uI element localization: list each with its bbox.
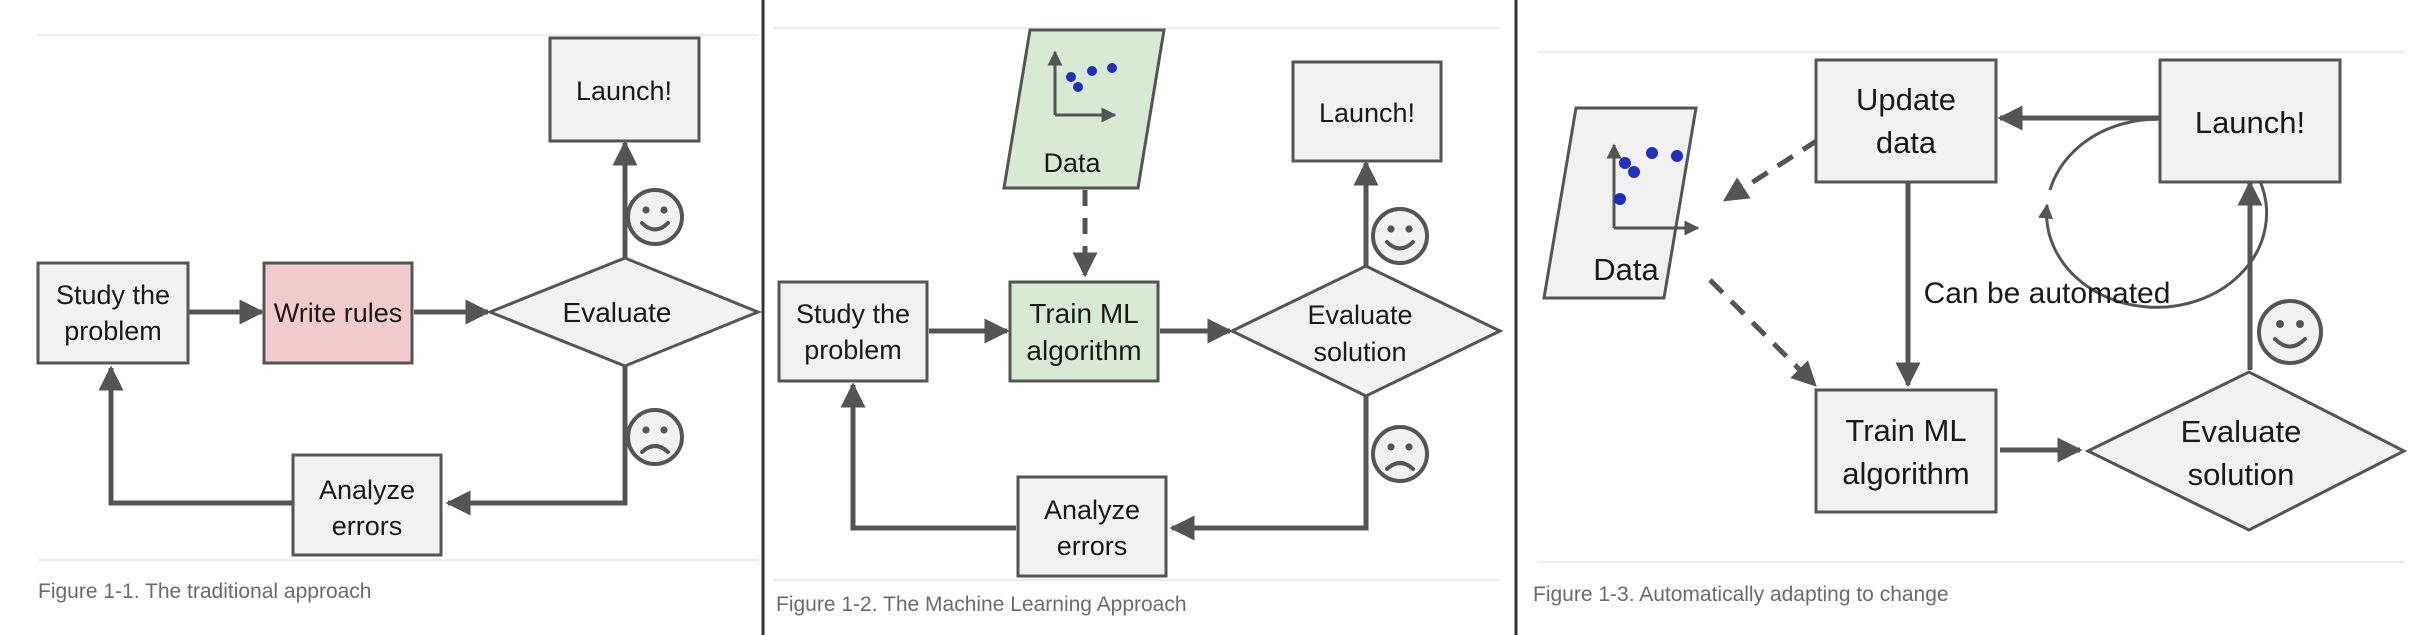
edge-analyze-to-study: [98, 365, 293, 506]
node-analyze-line2: errors: [332, 511, 403, 541]
edge-data-to-train: [1708, 278, 1817, 387]
figure-1-caption: Figure 1-1. The traditional approach: [38, 580, 371, 603]
node-data-label: Data: [1593, 252, 1659, 287]
node-analyze-line1: Analyze: [1044, 495, 1140, 525]
node-launch-label: Launch!: [2195, 105, 2305, 140]
node-evaluate-solution: Evaluate solution: [2084, 370, 2408, 532]
node-evaluate-line1: Evaluate: [1307, 300, 1412, 330]
edge-evaluate-to-analyze: [445, 366, 628, 516]
node-train-line1: Train ML: [1029, 298, 1138, 329]
node-evaluate-line1: Evaluate: [2181, 414, 2302, 449]
node-launch-label: Launch!: [1319, 98, 1415, 128]
node-study-problem: Study the problem: [36, 261, 190, 365]
node-data-label: Data: [1043, 148, 1101, 178]
smiley-face-icon: [1371, 207, 1429, 265]
node-data: Data: [1002, 28, 1166, 190]
node-study-problem: Study the problem: [777, 280, 929, 383]
automation-label: Can be automated: [1924, 277, 2171, 310]
node-update-line2: data: [1876, 125, 1937, 160]
node-evaluate-line2: solution: [1313, 337, 1406, 367]
node-evaluate: Evaluate: [485, 256, 762, 368]
node-launch: Launch!: [548, 36, 701, 143]
figure-2: Data Study the problem Train ML algorith…: [773, 27, 1504, 616]
node-data: Data: [1542, 106, 1700, 300]
smiley-face-icon: [2257, 299, 2323, 365]
smiley-face-icon: [626, 188, 684, 246]
edge-update-to-data: [1722, 137, 1820, 203]
node-launch-label: Launch!: [576, 76, 672, 106]
node-train-line1: Train ML: [1845, 413, 1966, 448]
figure-2-caption: Figure 1-2. The Machine Learning Approac…: [776, 593, 1187, 616]
frowning-face-icon: [1371, 425, 1429, 483]
node-train-line2: algorithm: [1026, 335, 1141, 366]
figure-3-caption: Figure 1-3. Automatically adapting to ch…: [1533, 583, 1949, 606]
node-analyze-errors: Analyze errors: [291, 453, 443, 557]
node-study-line2: problem: [804, 335, 902, 365]
node-evaluate-line2: solution: [2188, 457, 2295, 492]
frowning-face-icon: [626, 408, 684, 466]
node-launch: Launch!: [1291, 60, 1443, 163]
node-evaluate-label: Evaluate: [563, 297, 672, 328]
node-study-line1: Study the: [56, 280, 170, 310]
node-launch: Launch!: [2158, 58, 2342, 184]
node-analyze-errors: Analyze errors: [1016, 475, 1168, 578]
automation-cycle: Can be automated: [1924, 117, 2269, 310]
edge-evaluate-to-analyze: [1169, 396, 1369, 541]
node-study-line1: Study the: [796, 299, 910, 329]
node-write-rules: Write rules: [262, 261, 414, 365]
node-train-ml: Train ML algorithm: [1814, 388, 1998, 514]
figure-1: Study the problem Write rules Evaluate L…: [36, 34, 762, 603]
node-update-line1: Update: [1856, 82, 1956, 117]
node-analyze-line1: Analyze: [319, 475, 415, 505]
node-train-ml: Train ML algorithm: [1008, 280, 1160, 383]
node-analyze-line2: errors: [1057, 531, 1128, 561]
node-write-rules-label: Write rules: [274, 298, 403, 328]
node-update-data: Update data: [1814, 58, 1998, 184]
figure-3: Can be automated Update data Launch! Dat…: [1533, 51, 2408, 606]
node-train-line2: algorithm: [1842, 456, 1970, 491]
node-study-line2: problem: [64, 316, 162, 346]
edge-analyze-to-study: [840, 382, 1016, 531]
node-evaluate-solution: Evaluate solution: [1228, 264, 1504, 398]
